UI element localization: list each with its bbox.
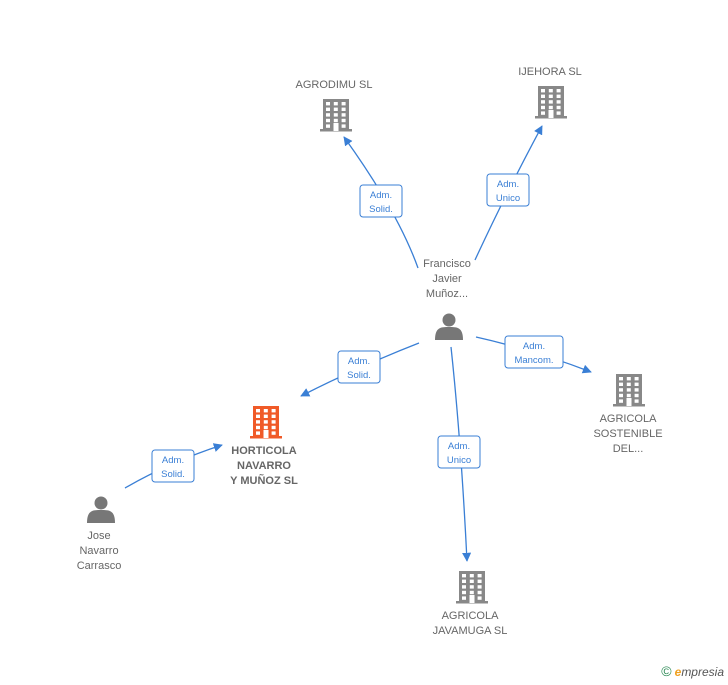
building-icon [320,99,352,132]
relation-badge-line: Adm. [348,356,370,367]
relation-badge-line: Adm. [162,455,184,466]
node-label: HORTICOLA [231,445,296,457]
relation-badge-line: Adm. [523,341,545,352]
node-label: DEL... [613,443,644,455]
relation-badge-line: Unico [447,455,471,466]
node-label: IJEHORA SL [518,66,582,78]
person-icon [435,313,463,340]
building-icon [613,374,645,407]
node-label: JAVAMUGA SL [433,625,508,637]
node-label: AGRODIMU SL [295,79,372,91]
relation-badge[interactable]: Adm. Unico [486,173,530,207]
brand-initial: e [674,665,682,679]
edge-francisco-ijehora: Adm. Unico [474,125,543,261]
relation-badge-line: Adm. [497,179,519,190]
node-francisco[interactable]: FranciscoJavierMuñoz... [423,258,471,340]
node-ijehora[interactable]: IJEHORA SL [518,66,582,119]
edges-layer: Adm.Solid.Adm.UnicoAdm.Mancom.Adm.Solid.… [124,125,592,562]
building-icon [535,86,567,119]
footer-brand: ©empresia [661,663,724,679]
building-icon [250,406,282,439]
relation-badge-line: Solid. [369,204,393,215]
node-agricola_javamuga[interactable]: AGRICOLA JAVAMUGA SL [433,571,508,637]
node-label: NAVARRO [237,460,291,472]
relation-badge-line: Mancom. [514,355,553,366]
node-agricola_sostenible[interactable]: AGRICOLA SOSTENIBLE DEL... [593,374,663,455]
edge-jose-horticola: Adm. Solid. [124,443,223,489]
node-agrodimu[interactable]: AGRODIMU SL [295,79,373,132]
edge-francisco-agricola_javamuga: Adm. Unico [437,346,481,562]
brand-name: mpresia [681,665,724,679]
relation-badge-line: Adm. [448,441,470,452]
node-label: Y MUÑOZ SL [230,474,298,487]
person-icon [87,496,115,523]
relation-badge[interactable]: Adm. Solid. [337,350,381,384]
node-horticola[interactable]: HORTICOLA NAVARRO Y MUÑOZ SL [230,406,298,487]
relation-badge-line: Solid. [347,370,371,381]
relation-badge-line: Solid. [161,469,185,480]
relation-badge[interactable]: Adm. Unico [437,435,481,469]
building-icon [456,571,488,604]
relation-badge[interactable]: Adm. Solid. [151,449,195,483]
nodes-layer: AGRODIMU SL IJEHORA SL FranciscoJavierMuño… [77,66,663,637]
edge-francisco-horticola: Adm. Solid. [300,342,420,397]
node-label: Navarro [79,545,118,557]
edge-francisco-agricola_sostenible: Adm. Mancom. [475,335,592,374]
node-label: Muñoz... [426,288,468,300]
node-label: AGRICOLA [600,413,658,425]
node-label: Javier [432,273,462,285]
node-label: AGRICOLA [442,610,500,622]
relation-badge-line: Adm. [370,190,392,201]
node-label: Francisco [423,258,471,270]
node-label: SOSTENIBLE [593,428,662,440]
relation-badge[interactable]: Adm. Mancom. [504,335,564,369]
copyright-icon: © [661,663,672,679]
edge-francisco-agrodimu: Adm. Solid. [343,136,419,269]
relation-badge[interactable]: Adm. Solid. [359,184,403,218]
node-label: Jose [87,530,110,542]
relation-badge-line: Unico [496,193,520,204]
node-label: Carrasco [77,560,122,572]
